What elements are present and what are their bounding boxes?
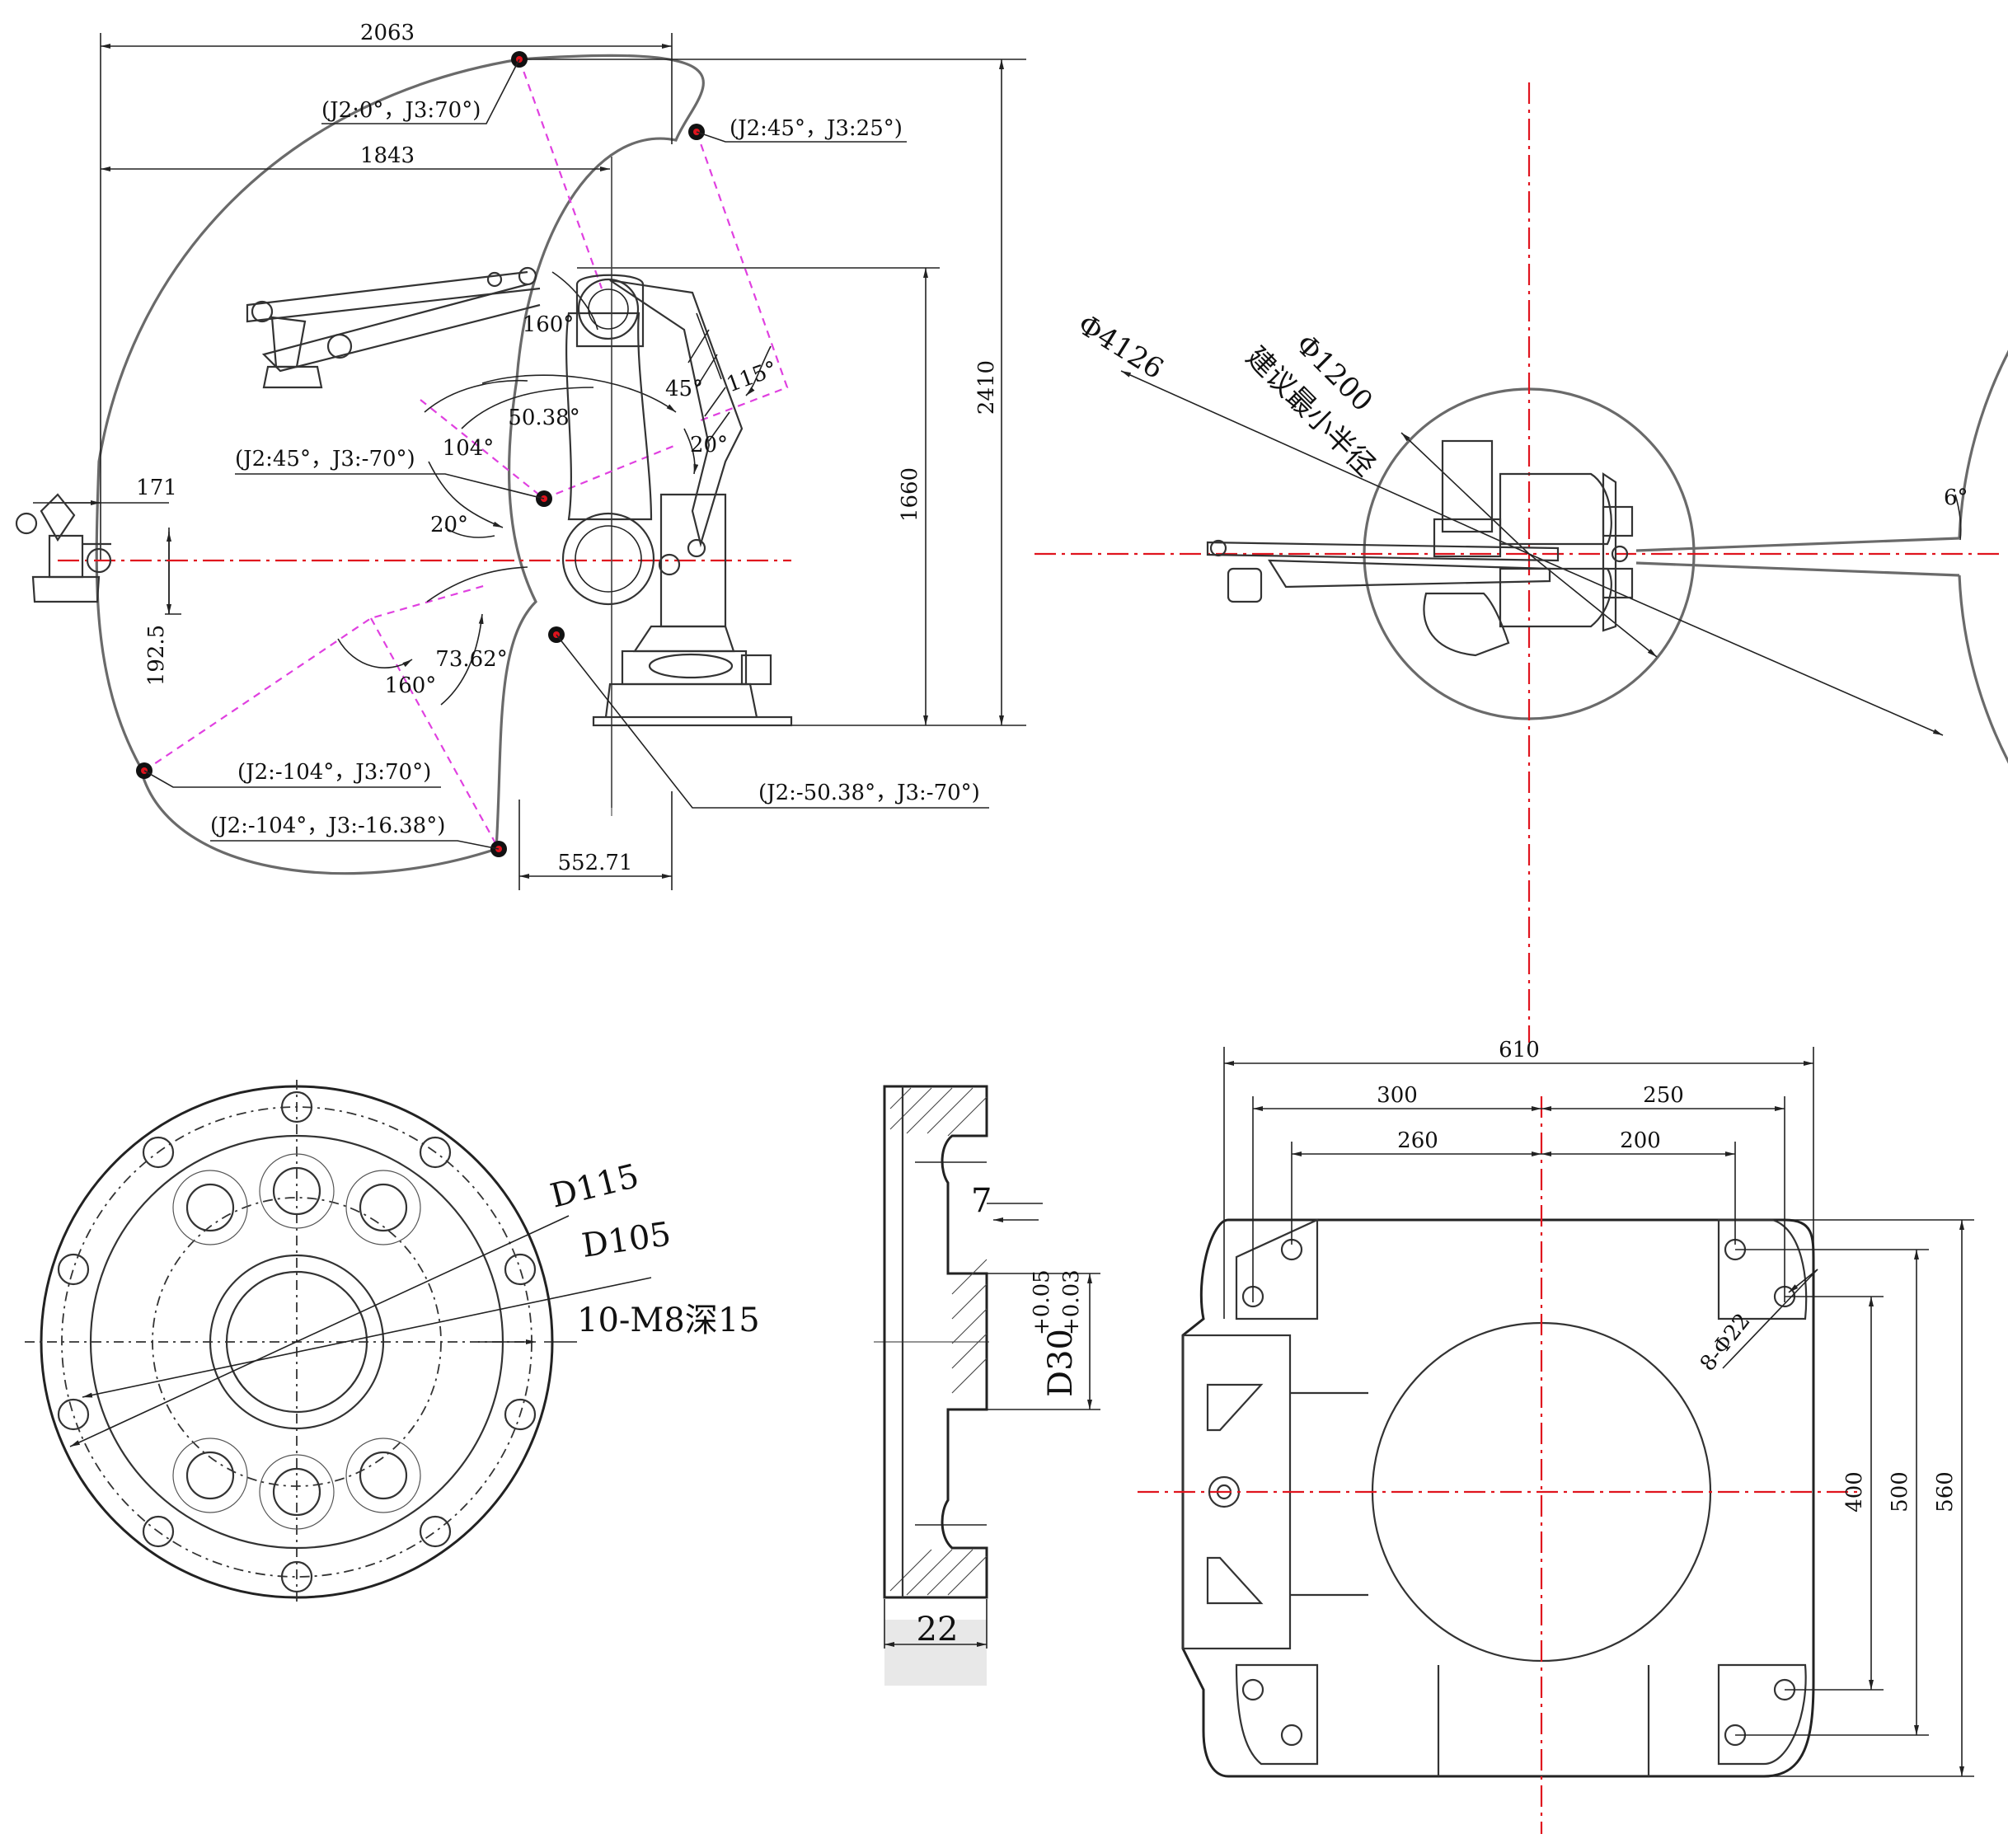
base-dim-200: 200	[1620, 1128, 1661, 1153]
dim-171: 171	[136, 476, 177, 500]
pose-label-3: (J2:45°，J3:-70°)	[235, 447, 415, 471]
angle-45: 45°	[665, 377, 703, 401]
flange-holes: 10-M8深15	[577, 1302, 760, 1339]
top-view: Φ4126 Φ1200 建议最小半径 6°	[1034, 82, 2008, 1043]
robot-side-body	[15, 266, 793, 727]
base-mount-pads	[1235, 1218, 1808, 1766]
angle-arcs	[337, 271, 772, 706]
pose-label-5: (J2:-104°，J3:-16.38°)	[210, 814, 445, 838]
top-envelope-outer	[1958, 349, 2008, 764]
angle-50-38: 50.38°	[508, 406, 579, 430]
base-dim-260: 260	[1397, 1128, 1438, 1153]
side-dimension-lines	[33, 33, 1026, 890]
side-view: 2063 1843 2410 1660 171 192.5 552.71 160…	[15, 21, 1026, 890]
angle-104: 104°	[443, 436, 495, 461]
base-dim-610: 610	[1499, 1038, 1540, 1062]
side-envelope-outline	[95, 54, 705, 875]
pose-label-2: (J2:45°，J3:25°)	[730, 116, 903, 141]
angle-73-62: 73.62°	[435, 647, 507, 672]
dim-2410: 2410	[974, 360, 999, 415]
flange-d115: D115	[547, 1157, 642, 1216]
angle-160-top: 160°	[523, 312, 575, 337]
base-view: 610 300 250 260 200 8-Φ22 400 500 560	[1138, 1038, 1974, 1834]
flange-d105: D105	[579, 1215, 673, 1265]
base-dim-250: 250	[1643, 1083, 1684, 1108]
top-outer-diameter: Φ4126	[1072, 308, 1169, 387]
pose-label-4: (J2:-104°，J3:70°)	[237, 760, 431, 785]
section-width-22: 22	[917, 1611, 959, 1649]
section-tol-plus: +0.05	[1030, 1269, 1054, 1335]
dim-2063: 2063	[360, 21, 415, 45]
dim-192-5: 192.5	[144, 625, 169, 686]
base-dim-300: 300	[1377, 1083, 1418, 1108]
pose-label-1: (J2:0°，J3:70°)	[321, 98, 481, 123]
robot-top-body	[1206, 439, 1634, 657]
section-view: 7 D30 +0.05 +0.03 22	[874, 1085, 1100, 1686]
pose-markers	[136, 51, 705, 857]
flange-pins	[172, 1153, 421, 1530]
top-gap-angle: 6°	[1944, 485, 1968, 510]
dim-1843: 1843	[360, 143, 415, 168]
base-dim-500: 500	[1888, 1471, 1912, 1513]
angle-20-right: 20°	[690, 433, 728, 457]
dim-1660: 1660	[898, 467, 922, 522]
section-tol-plus2: +0.03	[1059, 1269, 1084, 1335]
pose-leaders	[143, 59, 989, 850]
base-dimension-lines	[1223, 1047, 1974, 1777]
dim-552-71: 552.71	[558, 851, 633, 875]
flange-view: D115 D105 10-M8深15	[25, 1080, 760, 1603]
angle-160-bottom: 160°	[385, 673, 437, 698]
section-hatching	[889, 1087, 988, 1596]
base-dim-400: 400	[1842, 1471, 1867, 1513]
angle-20-left: 20°	[430, 513, 468, 537]
angle-115: 115°	[724, 357, 781, 398]
pose-label-6: (J2:-50.38°，J3:-70°)	[758, 781, 980, 805]
section-depth-7: 7	[971, 1182, 992, 1220]
base-dim-560: 560	[1933, 1471, 1958, 1513]
flange-bolt-holes	[57, 1091, 537, 1593]
section-bore: D30	[1042, 1329, 1080, 1397]
